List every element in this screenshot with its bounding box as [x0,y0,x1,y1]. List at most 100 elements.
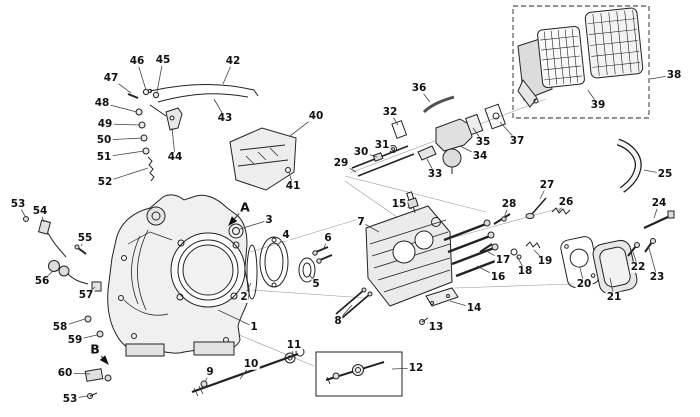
filler-cap [284,352,296,364]
spark-plug [406,191,419,213]
callout-32: 32 [381,105,399,118]
leader-line [239,219,270,230]
callout-30: 30 [352,145,370,158]
valve-port [414,230,434,250]
callout-40: 40 [307,109,325,122]
air-cleaner-dashed-box [512,5,650,119]
callout-35: 35 [474,135,492,148]
inset-box [315,351,403,397]
callout-1: 1 [249,320,259,333]
callout-53: 53 [61,392,79,405]
air-cleaner-cover [584,7,644,79]
callout-56: 56 [33,274,51,287]
callout-42: 42 [224,54,242,67]
callout-58: 58 [51,320,69,333]
callout-55: 55 [76,231,94,244]
callout-53: 53 [9,197,27,210]
callout-37: 37 [508,134,526,147]
valve-train-parts [419,197,571,325]
drain-fitting [84,368,104,382]
float-bowl [442,148,462,168]
callout-24: 24 [650,196,668,209]
carb-nut [372,152,384,162]
mid-gaskets [259,236,373,319]
callout-38: 38 [665,68,683,81]
callout-34: 34 [471,149,489,162]
callout-36: 36 [410,81,428,94]
callout-50: 50 [95,133,113,146]
callout-14: 14 [465,301,483,314]
callout-48: 48 [93,96,111,109]
callout-8: 8 [333,314,343,327]
callout-23: 23 [648,270,666,283]
valve [531,197,547,215]
shield-bolt [285,167,291,173]
callout-44: 44 [166,150,184,163]
callout-52: 52 [96,175,114,188]
callout-46: 46 [128,54,146,67]
air-filter-element [537,25,585,89]
view-label-A: A [239,199,251,215]
callout-33: 33 [426,167,444,180]
oil-filler-parts [191,347,305,397]
valve-port [392,240,416,264]
callout-10: 10 [242,357,260,370]
view-label-B: B [89,341,101,357]
callout-60: 60 [56,366,74,379]
push-rod [335,289,365,315]
carburetor-body [435,118,473,152]
callout-5: 5 [311,277,321,290]
callout-9: 9 [205,365,215,378]
callout-4: 4 [281,228,291,241]
mounting-foot-left [125,343,165,357]
callout-11: 11 [285,338,303,351]
mounting-foot-right [193,341,235,356]
leader-line [156,59,164,93]
callout-19: 19 [536,254,554,267]
head-cover-and-gasket [560,210,675,295]
leader-line [217,309,255,328]
callout-27: 27 [538,178,556,191]
governor-spring [147,156,155,182]
callout-49: 49 [96,117,114,130]
case-gasket [246,244,258,300]
callout-12: 12 [407,361,425,374]
callout-57: 57 [77,288,95,301]
spring-retainer [510,248,518,256]
callout-31: 31 [373,138,391,151]
drain-hose [616,138,642,193]
callout-54: 54 [31,204,49,217]
callout-39: 39 [589,98,607,111]
callout-16: 16 [489,270,507,283]
callout-2: 2 [239,290,249,303]
callout-13: 13 [427,320,445,333]
dipstick-rod [191,352,299,394]
callout-45: 45 [154,53,172,66]
valve-plate [425,287,459,307]
valve-spring [551,207,571,215]
connector [37,219,51,235]
air-cleaner-assembly [512,5,650,119]
cylinder-head [365,191,453,307]
callout-7: 7 [356,215,366,228]
callout-26: 26 [557,195,575,208]
air-cleaner-bracket [517,79,538,108]
callout-22: 22 [629,260,647,273]
heat-shield [229,127,297,191]
push-rod [341,293,371,319]
callout-18: 18 [516,264,534,277]
callout-15: 15 [390,197,408,210]
oil-sensor-harness [23,216,112,399]
left-hardware-stack [127,88,160,182]
oil-switch [91,281,102,292]
carb-plate [484,103,506,130]
breather-tube [422,95,455,114]
valve-spring [525,241,541,249]
callout-25: 25 [656,167,674,180]
carburetor-assembly [351,103,506,177]
callout-3: 3 [264,213,274,226]
callout-43: 43 [216,111,234,124]
leader-lines [17,59,675,400]
